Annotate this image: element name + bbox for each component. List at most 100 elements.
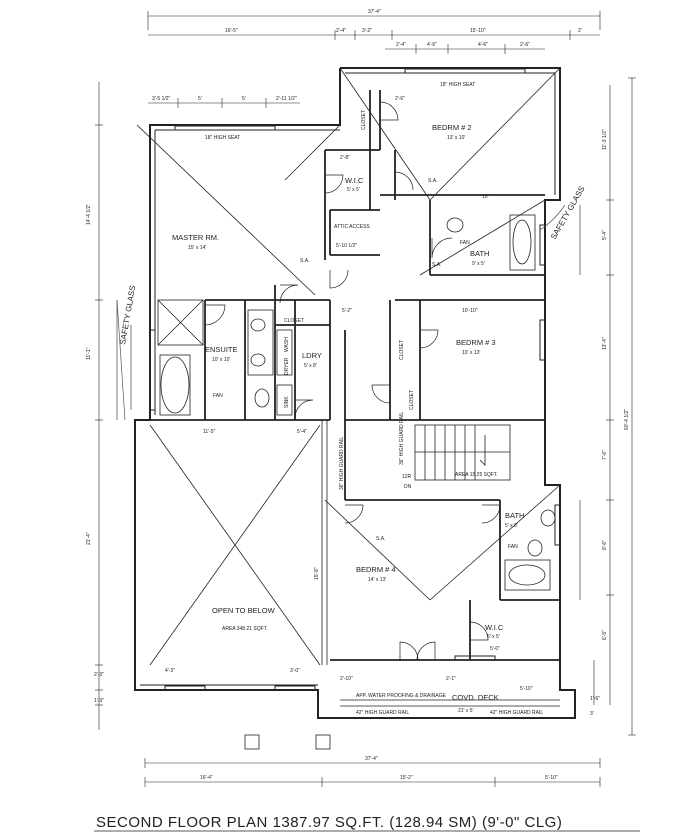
dim-right-h-4: 8'-6" [602, 540, 608, 550]
room-master: MASTER RM. [172, 233, 219, 242]
dim-left-top-1: 5' [198, 96, 202, 102]
dim-misc-2: 10' [482, 194, 489, 200]
dim-left-top-0: 3'-5 1/2" [152, 96, 171, 102]
dim-misc-4: 15'-8" [314, 567, 320, 580]
dim-misc-16: 2'-3" [94, 672, 104, 678]
washer-label: WASH [284, 337, 290, 352]
dim-right-total: 60'-4 1/2" [624, 409, 630, 430]
dim-left-top-3: 2'-11 1/2" [276, 96, 297, 102]
left-dimension-lines [95, 82, 132, 730]
sink-label: SINK [284, 396, 290, 408]
dim-misc-13: 5'-10" [520, 686, 533, 692]
windows [149, 68, 561, 691]
right-dimension-lines [579, 77, 636, 736]
dim-right-h-2: 13'-4" [602, 337, 608, 350]
dim-top-2: 3'-2" [362, 28, 372, 34]
doors [204, 101, 501, 661]
dim-misc-8: 4'-3" [165, 668, 175, 674]
dimension-text: 37'-4" 16'-5" 2'-4" 3'-2" 15'-10" 2' 2'-… [86, 9, 630, 781]
dim-misc-3: 10'-10" [462, 308, 478, 314]
room-ldry: LDRY [302, 351, 322, 360]
room-bed3-size: 10' x 13' [462, 350, 480, 356]
room-bath1-size: 9' x 5' [472, 261, 485, 267]
interior-walls [150, 90, 560, 661]
dim-left-h-1: 11'-1" [86, 347, 92, 360]
dim-overall-bottom: 37'-4" [365, 756, 378, 762]
dim-misc-1: 5'-4" [297, 429, 307, 435]
room-bed4: BEDRM # 4 [356, 565, 396, 574]
stair [414, 424, 511, 481]
fan-bath1: FAN [460, 240, 470, 246]
dim-misc-5: 5'-2" [342, 308, 352, 314]
dim-right-h-0: 11'-3 1/2" [602, 129, 608, 150]
room-bath2: BATH [505, 511, 524, 520]
fan-bath2: FAN [508, 544, 518, 550]
closet-bed3-b: CLOSET [409, 390, 415, 410]
dim-top2-2: 4'-6" [478, 42, 488, 48]
room-labels: MASTER RM. 15' x 14' BEDRM # 2 13' x 10'… [118, 82, 587, 716]
dim-misc-12: 2'-1" [446, 676, 456, 682]
dim-misc-6: 2'-6" [395, 96, 405, 102]
dim-bottom-0: 16'-4" [200, 775, 213, 781]
closet-bed3-a: CLOSET [399, 340, 405, 360]
room-bath2-size: 5' x 8' [505, 523, 518, 529]
seat-bed2: 18" HIGH SEAT [440, 82, 475, 88]
waterproofing-note: APP. WATER PROOFING & DRAINAGE [356, 693, 447, 699]
room-bed2: BEDRM # 2 [432, 123, 472, 132]
room-bed3: BEDRM # 3 [456, 338, 496, 347]
room-bath1: BATH [470, 249, 489, 258]
sa-hall: S.A. [432, 262, 441, 268]
dim-overall-top: 37'-4" [368, 9, 381, 15]
dim-top-3: 15'-10" [470, 28, 486, 34]
dim-misc-9: 5'-0" [490, 646, 500, 652]
room-wic1-size: 5' x 5' [347, 187, 360, 193]
room-ldry-size: 5' x 8' [304, 363, 317, 369]
sa-bed4: S.A. [376, 536, 385, 542]
dim-left-top-2: 5' [242, 96, 246, 102]
dim-top2-1: 4'-6" [427, 42, 437, 48]
guard-rail-42-left: 42" HIGH GUARD RAIL [356, 710, 409, 716]
room-attic-size: 5'-10 1/2" [336, 243, 357, 249]
room-bed4-size: 14' x 13' [368, 577, 386, 583]
safety-glass-ensuite: SAFETY GLASS [118, 285, 137, 346]
stair-dn: DN [404, 484, 412, 490]
dim-left-h-0: 14'-4 1/2" [86, 204, 92, 225]
room-bed2-size: 13' x 10' [447, 135, 465, 141]
exterior-walls [134, 67, 576, 719]
dim-misc-14: 1'-6" [590, 696, 600, 702]
fixtures [157, 214, 556, 750]
dim-top-4: 2' [578, 28, 582, 34]
room-deck-size: 21' x 5' [458, 708, 474, 714]
room-master-size: 15' x 14' [188, 245, 206, 251]
dim-bottom-1: 15'-2" [400, 775, 413, 781]
dim-misc-15: 3' [590, 711, 594, 717]
bottom-dimension-lines [144, 758, 601, 787]
dryer-label: DRYER [284, 357, 290, 375]
room-deck: COVD. DECK [452, 693, 499, 702]
room-ensuite-size: 10' x 10' [212, 357, 230, 363]
room-open-area: AREA 348.21 SQFT. [222, 626, 268, 632]
dim-bottom-2: 5'-10" [545, 775, 558, 781]
safety-glass-marks [116, 204, 566, 421]
guard-rail-36: 36" HIGH GUARD RAIL [339, 437, 345, 490]
dim-left-h-2: 21'-4" [86, 532, 92, 545]
guard-rails [321, 420, 560, 707]
dim-misc-11: 2'-10" [340, 676, 353, 682]
dim-right-h-5: 6'-5" [602, 630, 608, 640]
guard-rail-42-right: 42" HIGH GUARD RAIL [490, 710, 543, 716]
plan-title: SECOND FLOOR PLAN 1387.97 SQ.FT. (128.94… [96, 814, 562, 831]
dim-misc-10: 3'-0" [290, 668, 300, 674]
stair-risers: 12R [402, 474, 412, 480]
dim-top2-3: 2'-6" [520, 42, 530, 48]
seat-master: 18" HIGH SEAT [205, 135, 240, 141]
roof-lines [136, 67, 561, 666]
guard-rail-36-stair: 36" HIGH GUARD RAIL [399, 412, 405, 465]
room-wic1: W.I.C [345, 176, 364, 185]
dim-top-0: 16'-5" [225, 28, 238, 34]
room-wic2: W.I.C [485, 623, 504, 632]
room-ensuite: ENSUITE [205, 345, 238, 354]
room-attic: ATTIC ACCESS [334, 224, 370, 230]
dim-right-h-1: 5'-4" [602, 230, 608, 240]
dim-misc-17: 1'-3" [94, 698, 104, 704]
